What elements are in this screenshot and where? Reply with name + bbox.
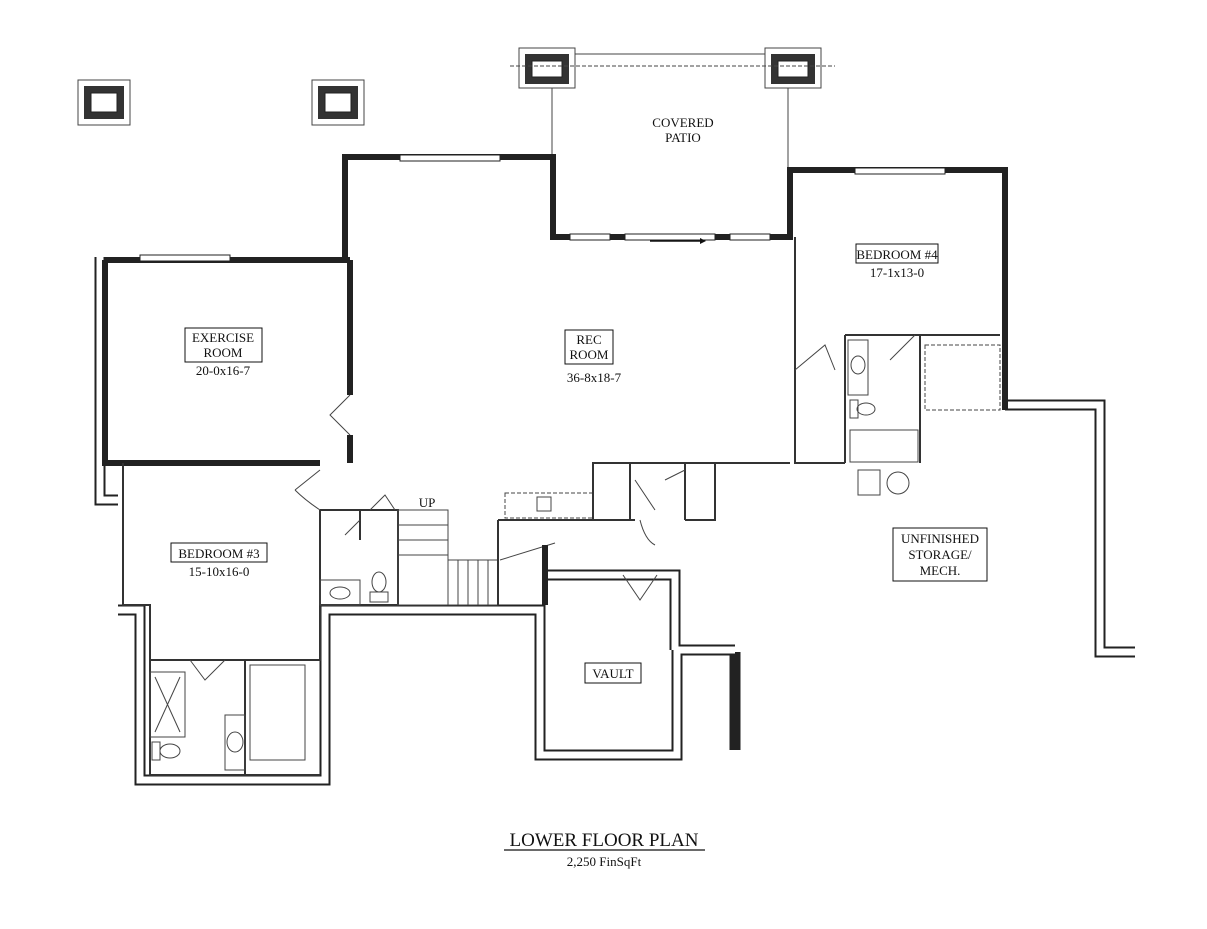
room-name: BEDROOM #3 xyxy=(178,546,259,561)
room-dims: 36-8x18-7 xyxy=(567,370,622,385)
label: STORAGE/ xyxy=(908,547,972,562)
interior-walls xyxy=(102,237,1001,776)
foundation-walls xyxy=(94,257,1135,786)
plan-subtitle: 2,250 FinSqFt xyxy=(567,854,642,869)
column-1 xyxy=(77,79,131,126)
stairs xyxy=(397,509,556,606)
label: UNFINISHED xyxy=(901,531,979,546)
room-name: VAULT xyxy=(592,666,633,681)
label: ROOM xyxy=(569,347,608,362)
label: PATIO xyxy=(665,130,701,145)
label: REC xyxy=(576,332,601,347)
door-swings xyxy=(189,334,916,681)
room-dims: 15-10x16-0 xyxy=(189,564,250,579)
room-exercise: EXERCISE ROOM 20-0x16-7 xyxy=(184,327,263,378)
label: EXERCISE xyxy=(192,330,254,345)
stairs-up-label: UP xyxy=(419,495,436,510)
column-2 xyxy=(311,79,365,126)
room-bedroom-4: BEDROOM #4 17-1x13-0 xyxy=(855,243,939,280)
label: ROOM xyxy=(203,345,242,360)
room-dims: 20-0x16-7 xyxy=(196,363,251,378)
room-vault: VAULT xyxy=(584,662,642,684)
label: COVERED xyxy=(652,115,713,130)
room-dims: 17-1x13-0 xyxy=(870,265,924,280)
room-covered-patio: COVERED PATIO xyxy=(652,115,713,145)
column-icons xyxy=(77,47,835,168)
column-3 xyxy=(518,47,576,89)
plan-title: LOWER FLOOR PLAN xyxy=(510,830,699,851)
column-4 xyxy=(764,47,822,89)
room-name: BEDROOM #4 xyxy=(856,247,938,262)
room-rec: REC ROOM 36-8x18-7 xyxy=(564,329,622,385)
room-storage: UNFINISHED STORAGE/ MECH. xyxy=(892,527,988,582)
room-bedroom-3: BEDROOM #3 15-10x16-0 xyxy=(170,542,268,579)
label: MECH. xyxy=(920,563,961,578)
exterior-walls xyxy=(105,154,1008,410)
